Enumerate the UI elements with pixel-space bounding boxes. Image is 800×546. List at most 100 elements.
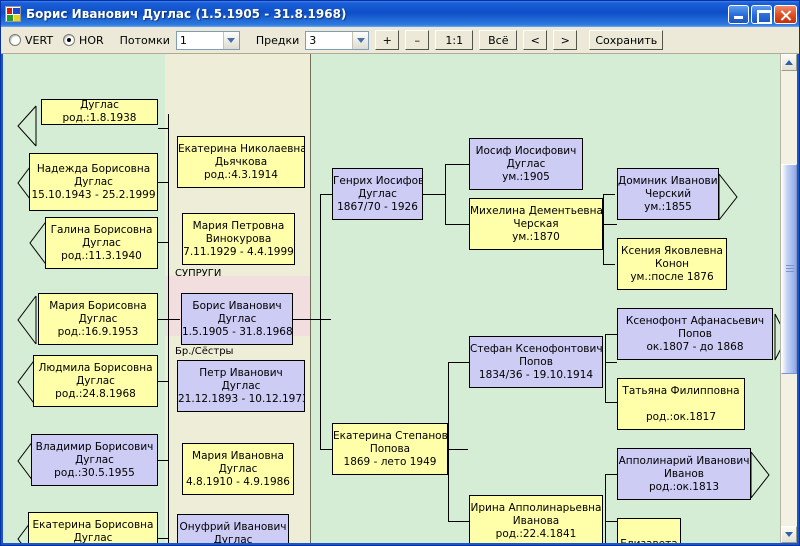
connector	[320, 194, 332, 195]
person-node-line: Ксенофонт Афанасьевич	[625, 314, 765, 327]
connector	[158, 538, 169, 539]
connector	[158, 381, 169, 382]
person-node-line: Иванов	[664, 467, 704, 480]
chevron-down-icon[interactable]	[352, 31, 369, 49]
connector	[603, 194, 615, 195]
window-title: Борис Иванович Дуглас (1.5.1905 - 31.8.1…	[26, 7, 347, 21]
ancestors-value: 3	[309, 33, 317, 47]
person-node[interactable]: Татьяна Филипповна род.:ок.1817	[617, 378, 745, 430]
person-node[interactable]: Екатерина СтепановнаПопова1869 - лето 19…	[332, 423, 448, 475]
descendants-select[interactable]: 1	[175, 30, 240, 50]
person-node-line: Екатерина Борисовна	[32, 518, 154, 531]
scroll-up-arrow-button[interactable]	[781, 54, 797, 71]
prev-button[interactable]: <	[523, 30, 548, 50]
person-node-line: 4.8.1910 - 4.9.1986	[186, 475, 290, 488]
scroll-thumb-grip	[786, 265, 794, 273]
radio-hor[interactable]: HOR	[63, 34, 104, 47]
maximize-button[interactable]	[751, 4, 772, 24]
person-node[interactable]: Генрих ИосифовичДуглас1867/70 - 1926	[332, 168, 423, 220]
vertical-scrollbar[interactable]	[780, 54, 797, 543]
connector	[445, 164, 446, 224]
person-node-line: род.:ок.1817	[645, 410, 717, 423]
person-node-line: ум.:1855	[644, 200, 692, 213]
ancestors-select[interactable]: 3	[305, 30, 370, 50]
person-node-line: Доминик Иванович	[618, 174, 719, 187]
radio-hor-dot	[63, 34, 76, 46]
save-button[interactable]: Сохранить	[589, 30, 664, 50]
person-node[interactable]: Елизавета	[617, 518, 681, 543]
person-node-line: Иосиф Иосифович	[475, 144, 577, 157]
minimize-button[interactable]	[728, 4, 749, 24]
connector	[320, 449, 332, 450]
expand-chevron-icon[interactable]	[15, 104, 37, 148]
scroll-thumb[interactable]	[781, 164, 797, 374]
person-node-line: род.:4.3.1914	[204, 168, 278, 181]
expand-chevron-icon[interactable]	[749, 450, 771, 500]
scroll-down-arrow-button[interactable]	[781, 526, 797, 543]
connector	[445, 164, 469, 165]
person-node-line: Дуглас	[75, 453, 114, 466]
connector	[158, 319, 169, 320]
connector	[605, 474, 617, 475]
connector	[603, 194, 604, 264]
person-node-line: род.:11.3.1940	[61, 249, 142, 262]
person-node-line: род.:ок.1813	[648, 480, 720, 493]
person-node-line: 7.11.1929 - 4.4.1999	[183, 245, 294, 258]
person-node-line: род.:22.4.1841	[495, 527, 577, 540]
person-node-line: Галина Борисовна	[50, 223, 153, 236]
expand-chevron-icon[interactable]	[15, 294, 37, 346]
person-node-line: Конон	[654, 257, 690, 270]
fit-all-button[interactable]: Всё	[479, 30, 518, 50]
expand-chevron-icon[interactable]	[717, 172, 739, 222]
person-node-line: 1834/36 - 19.10.1914	[478, 368, 594, 381]
connector	[448, 521, 469, 522]
person-node-line: ум.:1870	[512, 230, 560, 243]
person-node-line: Дуглас	[506, 157, 546, 170]
close-button[interactable]	[774, 4, 797, 24]
radio-vert-dot	[9, 34, 21, 46]
zoom-in-button[interactable]: +	[375, 30, 400, 50]
connector	[448, 362, 469, 363]
person-node-line: Татьяна Филипповна	[622, 384, 740, 397]
next-button[interactable]: >	[553, 30, 578, 50]
chevron-down-icon[interactable]	[222, 31, 239, 49]
zoom-reset-button[interactable]: 1:1	[435, 30, 474, 50]
person-node[interactable]: Онуфрий ИвановичДуглас1894 - 1948/9	[177, 514, 289, 543]
connector	[168, 319, 180, 320]
section-label-spouses: СУПРУГИ	[175, 268, 222, 279]
zoom-out-button[interactable]: –	[405, 30, 430, 50]
title-bar: Борис Иванович Дуглас (1.5.1905 - 31.8.1…	[1, 1, 799, 27]
person-node-line: Надежда Борисовна	[36, 162, 151, 175]
person-node-line: Михелина Дементьевна	[470, 204, 603, 217]
person-node-line: ок.1807 - до 1868	[646, 340, 744, 353]
person-node-line: Дуглас	[218, 462, 258, 475]
person-node-line: Черская	[513, 217, 559, 230]
person-node-line: Екатерина Николаевна	[178, 142, 305, 155]
expand-chevron-icon[interactable]	[773, 312, 780, 362]
radio-vert[interactable]: VERT	[9, 34, 53, 47]
person-node-line: 1867/70 - 1926	[337, 200, 418, 213]
person-node-line: ум.:1905	[502, 170, 550, 183]
